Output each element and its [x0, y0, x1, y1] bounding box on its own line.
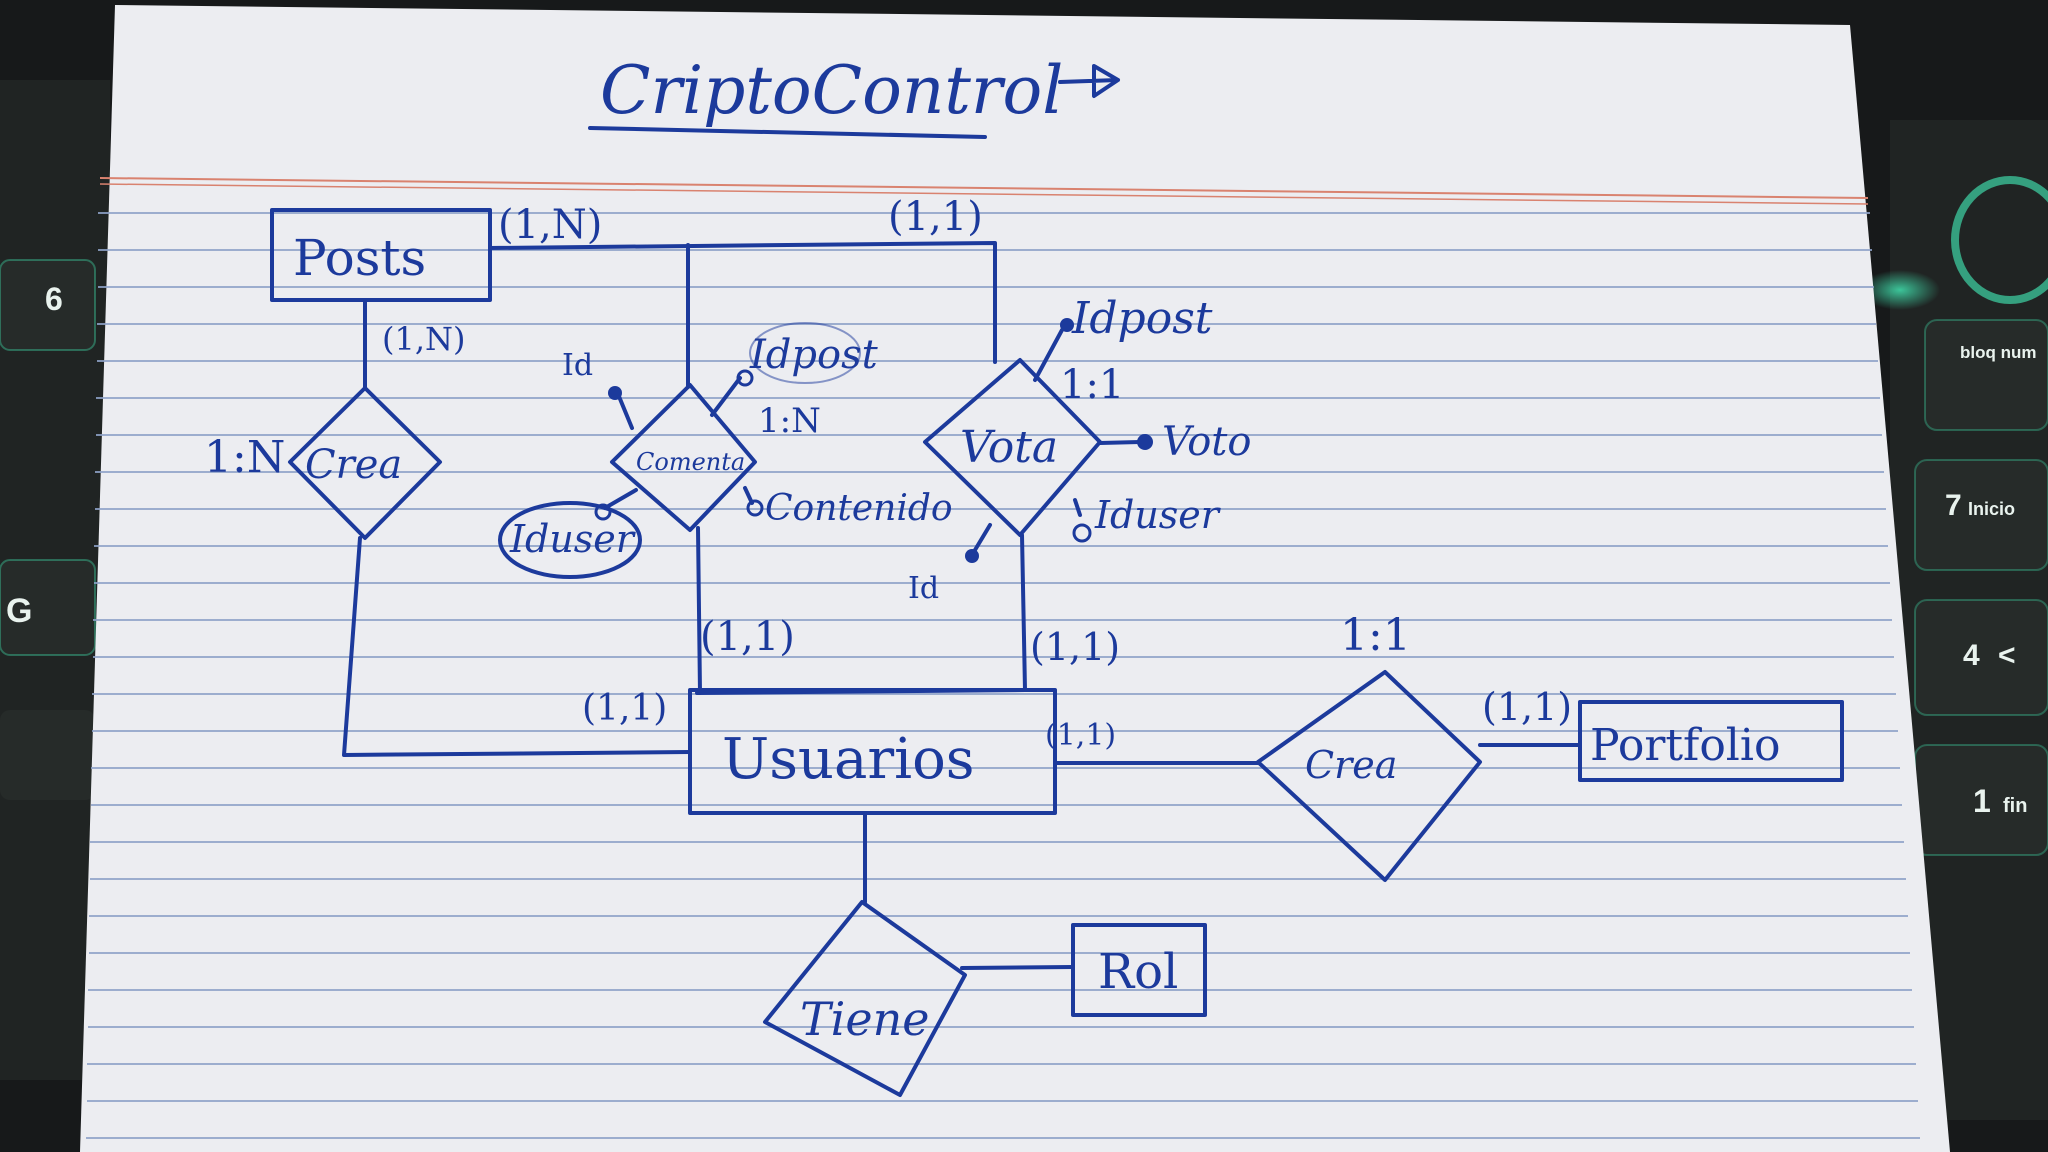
rel-crea-portfolio-label: Crea — [1305, 743, 1397, 787]
posts-box — [270, 208, 492, 302]
rel-comenta-ratio: 1:N — [758, 401, 821, 441]
entity-portfolio-label: Portfolio — [1590, 720, 1780, 771]
card-posts-top-left: (1,N) — [498, 202, 602, 248]
crea-portfolio-diamond — [1256, 670, 1482, 882]
posts-vota-line — [488, 241, 997, 364]
card-usuarios-comenta: (1,1) — [700, 614, 795, 660]
key-6: 6 — [45, 281, 63, 317]
key-4-sub: < — [1998, 639, 2016, 672]
entity-usuarios-label: Usuarios — [722, 727, 975, 792]
key-7: 7 — [1945, 489, 1962, 522]
rel-crea-posts-label: Crea — [305, 442, 402, 488]
er-diagram-lines — [270, 64, 1844, 1097]
card-posts-crea: (1,N) — [382, 320, 466, 358]
rol-box — [1071, 923, 1207, 1017]
rel-vota-label: Vota — [960, 422, 1058, 473]
card-usuarios-crea: (1,1) — [582, 688, 667, 729]
key-1: 1 — [1973, 783, 1991, 819]
attr-comenta-idpost: Idpost — [749, 332, 879, 378]
key-4: 4 — [1963, 639, 1980, 672]
key-7-sub: Inicio — [1968, 499, 2015, 519]
attribute-open-dots — [594, 369, 1092, 543]
portfolio-box — [1578, 700, 1844, 782]
attr-comenta-contenido: Contenido — [765, 488, 953, 529]
attr-vota-voto: Voto — [1162, 419, 1251, 465]
crea-posts-diamond — [288, 386, 442, 540]
card-portfolio-crea: (1,1) — [1482, 685, 1572, 729]
rel-tiene-label: Tiene — [800, 992, 929, 1046]
key-g: G — [6, 592, 32, 630]
attribute-dots — [608, 318, 1153, 563]
attr-vota-id: Id — [908, 571, 939, 606]
key-bloq-num: bloq num — [1960, 343, 2036, 362]
title-underline — [588, 126, 987, 139]
tiene-diamond — [763, 900, 967, 1097]
key-1-sub: fin — [2003, 795, 2027, 817]
attr-comenta-id: Id — [562, 348, 593, 383]
rel-comenta-label: Comenta — [636, 448, 745, 476]
card-usuarios-portfolio: (1,1) — [1045, 718, 1116, 753]
attr-vota-idpost: Idpost — [1071, 293, 1213, 344]
rel-vota-ratio: 1:1 — [1060, 362, 1124, 408]
rel-crea-portfolio-ratio: 1:1 — [1340, 610, 1411, 661]
card-usuarios-vota: (1,1) — [1030, 625, 1120, 669]
attr-vota-iduser: Iduser — [1094, 493, 1222, 537]
comenta-diamond — [610, 383, 757, 532]
entity-posts-label: Posts — [293, 229, 426, 287]
rel-crea-posts-ratio: 1:N — [204, 432, 285, 483]
index-card — [80, 5, 1950, 1152]
attr-comenta-iduser: Iduser — [509, 517, 637, 561]
card-posts-top-right: (1,1) — [888, 194, 983, 240]
diagram-title: CriptoControl — [600, 52, 1063, 129]
entity-rol-label: Rol — [1098, 944, 1178, 1000]
